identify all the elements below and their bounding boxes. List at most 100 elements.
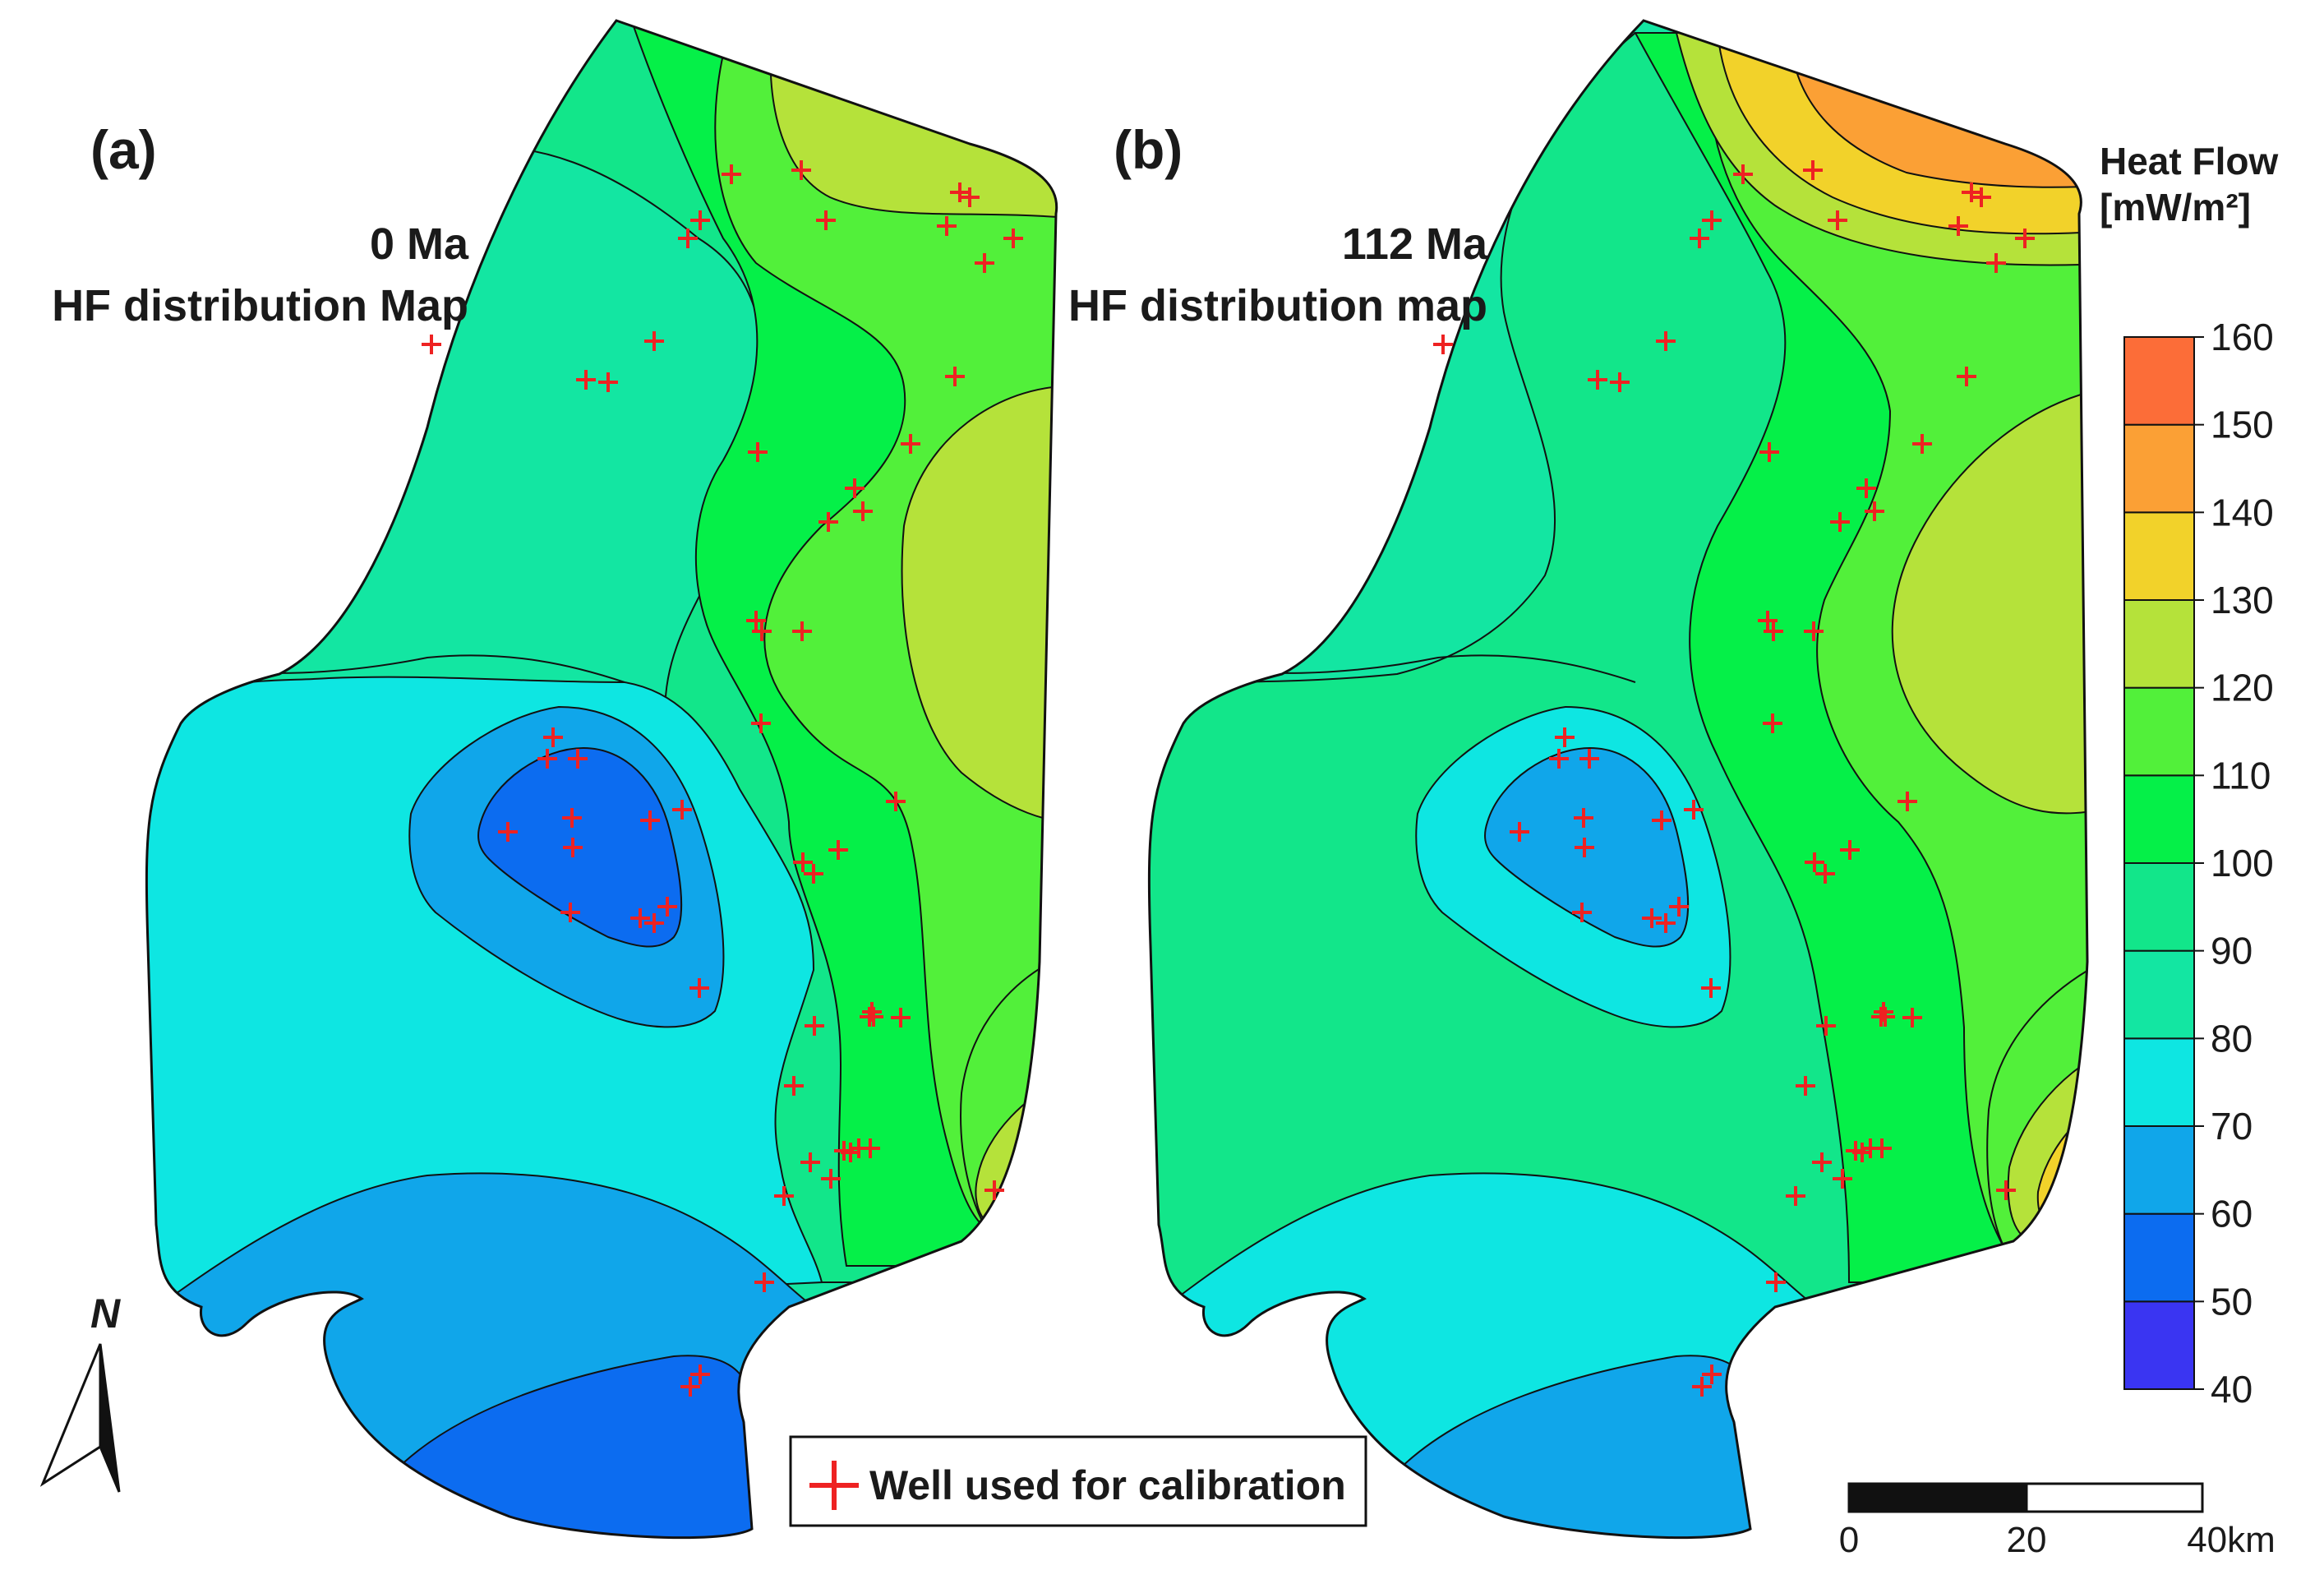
panel-b-well-marker — [1852, 1143, 1872, 1162]
panel-b-outline — [1147, 19, 2089, 1540]
panel-b-well-marker — [1574, 808, 1593, 828]
legend-title: Heat Flow — [2100, 140, 2278, 182]
panel-b-well-marker — [1549, 749, 1569, 769]
panel-b-well-marker — [1830, 512, 1850, 532]
panel-b-well-marker — [1763, 713, 1782, 733]
zone-110-120 — [714, 21, 1057, 1235]
panel-a-well-marker — [751, 713, 771, 733]
legend-bin-70-80 — [2123, 1037, 2195, 1128]
panel-a-well-marker — [644, 913, 664, 933]
panel-a-well-marker — [422, 335, 441, 354]
panel-b-well-marker — [1433, 335, 1453, 354]
panel-a-well-marker — [901, 434, 920, 454]
panel-a-well-marker — [537, 749, 557, 769]
legend-bin-100-110 — [2123, 774, 2195, 864]
legend-tick-130: 130 — [2211, 579, 2274, 621]
panel-a-well-marker — [690, 210, 710, 230]
panel-b-well-marker — [1701, 978, 1721, 998]
panel-a-well-marker — [862, 1002, 882, 1022]
panel-a-well-marker — [800, 1152, 820, 1172]
panel-b-well-marker — [1948, 216, 1968, 236]
legend-bin-140-150 — [2123, 423, 2195, 514]
legend-tick-100: 100 — [2211, 842, 2274, 884]
panel-b-well-marker — [1759, 442, 1779, 462]
panel-b-well-marker — [1588, 370, 1607, 390]
panel-a-well-marker — [816, 210, 836, 230]
panel-b-well-marker — [1766, 1272, 1786, 1292]
zone-120-130 — [769, 21, 1057, 219]
legend-color-bins — [2123, 336, 2195, 1391]
panel-b-well-marker — [1684, 800, 1704, 820]
panel-b-time: 112 Ma — [1342, 219, 1488, 269]
panel-a-well-marker — [821, 1169, 841, 1189]
panel-b-well-marker — [1828, 210, 1847, 230]
panel-b-well-marker — [1656, 913, 1676, 933]
panel-a-well-marker — [792, 621, 812, 641]
panel-a-outline — [145, 19, 1058, 1540]
scale-bar: 0 20 40km — [1839, 1482, 2276, 1560]
panel-b-well-marker — [1803, 160, 1823, 180]
zone-b-140-150-se — [2065, 1124, 2087, 1230]
legend-tick-80: 80 — [2211, 1017, 2253, 1060]
panel-b-caption: HF distribution map — [1068, 281, 1487, 330]
panel-a-caption: HF distribution Map — [52, 281, 468, 330]
panel-a-well-marker — [828, 840, 848, 860]
legend-tick-150: 150 — [2211, 404, 2274, 446]
panel-a-well-marker — [975, 253, 994, 273]
panel-b-well-marker — [1805, 852, 1824, 872]
panel-a-well-marker — [598, 372, 618, 392]
panel-b-well-marker — [1815, 864, 1835, 884]
legend-tick-70: 70 — [2211, 1105, 2253, 1147]
legend-unit: [mW/m²] — [2100, 186, 2251, 229]
panel-b-well-marker — [1786, 1186, 1805, 1206]
well-legend-label: Well used for calibration — [869, 1462, 1346, 1508]
panel-a-well-marker — [563, 838, 583, 857]
panel-b-well-marker — [1702, 1365, 1722, 1384]
panel-b-well-marker — [1758, 611, 1778, 630]
legend-bin-120-130 — [2123, 599, 2195, 689]
panel-b-well-marker — [2015, 229, 2035, 248]
panel-a-well-marker — [804, 864, 823, 884]
panel-a-well-marker — [853, 501, 873, 521]
zone-120-130-east — [901, 385, 1057, 824]
panel-b-map: (b) 112 Ma HF distribution map — [1068, 19, 2089, 1540]
panel-a-well-marker — [576, 370, 596, 390]
panel-a-well-marker — [937, 216, 957, 236]
north-arrow-left-half — [39, 1343, 102, 1487]
well-legend-box: Well used for calibration — [789, 1435, 1367, 1527]
panel-b-well-marker — [1986, 253, 2006, 273]
panel-a-map: (a) 0 Ma HF distribution Map — [52, 19, 1058, 1540]
panel-a-well-marker — [984, 1180, 1004, 1200]
panel-a-well-marker — [678, 229, 698, 248]
scale-label-0: 0 — [1839, 1520, 1859, 1560]
well-legend-marker — [809, 1461, 859, 1510]
panel-a-well-marker — [1003, 229, 1023, 248]
legend-bin-150-160 — [2123, 336, 2195, 426]
well-legend-frame — [789, 1435, 1367, 1527]
panel-a-well-marker — [657, 897, 677, 917]
legend-tick-40: 40 — [2211, 1368, 2253, 1411]
panel-a-contours — [146, 21, 1057, 1538]
panel-a-well-marker — [793, 852, 813, 872]
legend-tick-140: 140 — [2211, 491, 2274, 533]
panel-b-well-marker — [1764, 621, 1783, 641]
panel-a-well-marker — [672, 800, 692, 820]
panel-b-well-marker — [1652, 810, 1672, 830]
panel-a-well-marker — [630, 908, 650, 928]
legend-tick-60: 60 — [2211, 1193, 2253, 1235]
panel-a-well-marker — [640, 810, 660, 830]
panel-a-well-marker — [690, 1365, 710, 1384]
panel-a-well-marker — [746, 611, 766, 630]
panel-b-well-marker — [1812, 1152, 1832, 1172]
panel-b-well-marker — [1833, 1169, 1852, 1189]
panel-a-well-marker — [752, 621, 772, 641]
panel-b-well-marker — [1856, 478, 1876, 498]
panel-b-well-marker — [1575, 838, 1594, 857]
panel-b-well-marker — [1897, 792, 1917, 811]
legend-bin-90-100 — [2123, 862, 2195, 952]
panel-b-well-marker — [1874, 1002, 1893, 1022]
panel-b-wells — [1433, 160, 2035, 1397]
legend-bin-50-60 — [2123, 1212, 2195, 1303]
north-arrow: N — [39, 1291, 121, 1493]
panel-a-well-marker — [805, 1016, 824, 1036]
